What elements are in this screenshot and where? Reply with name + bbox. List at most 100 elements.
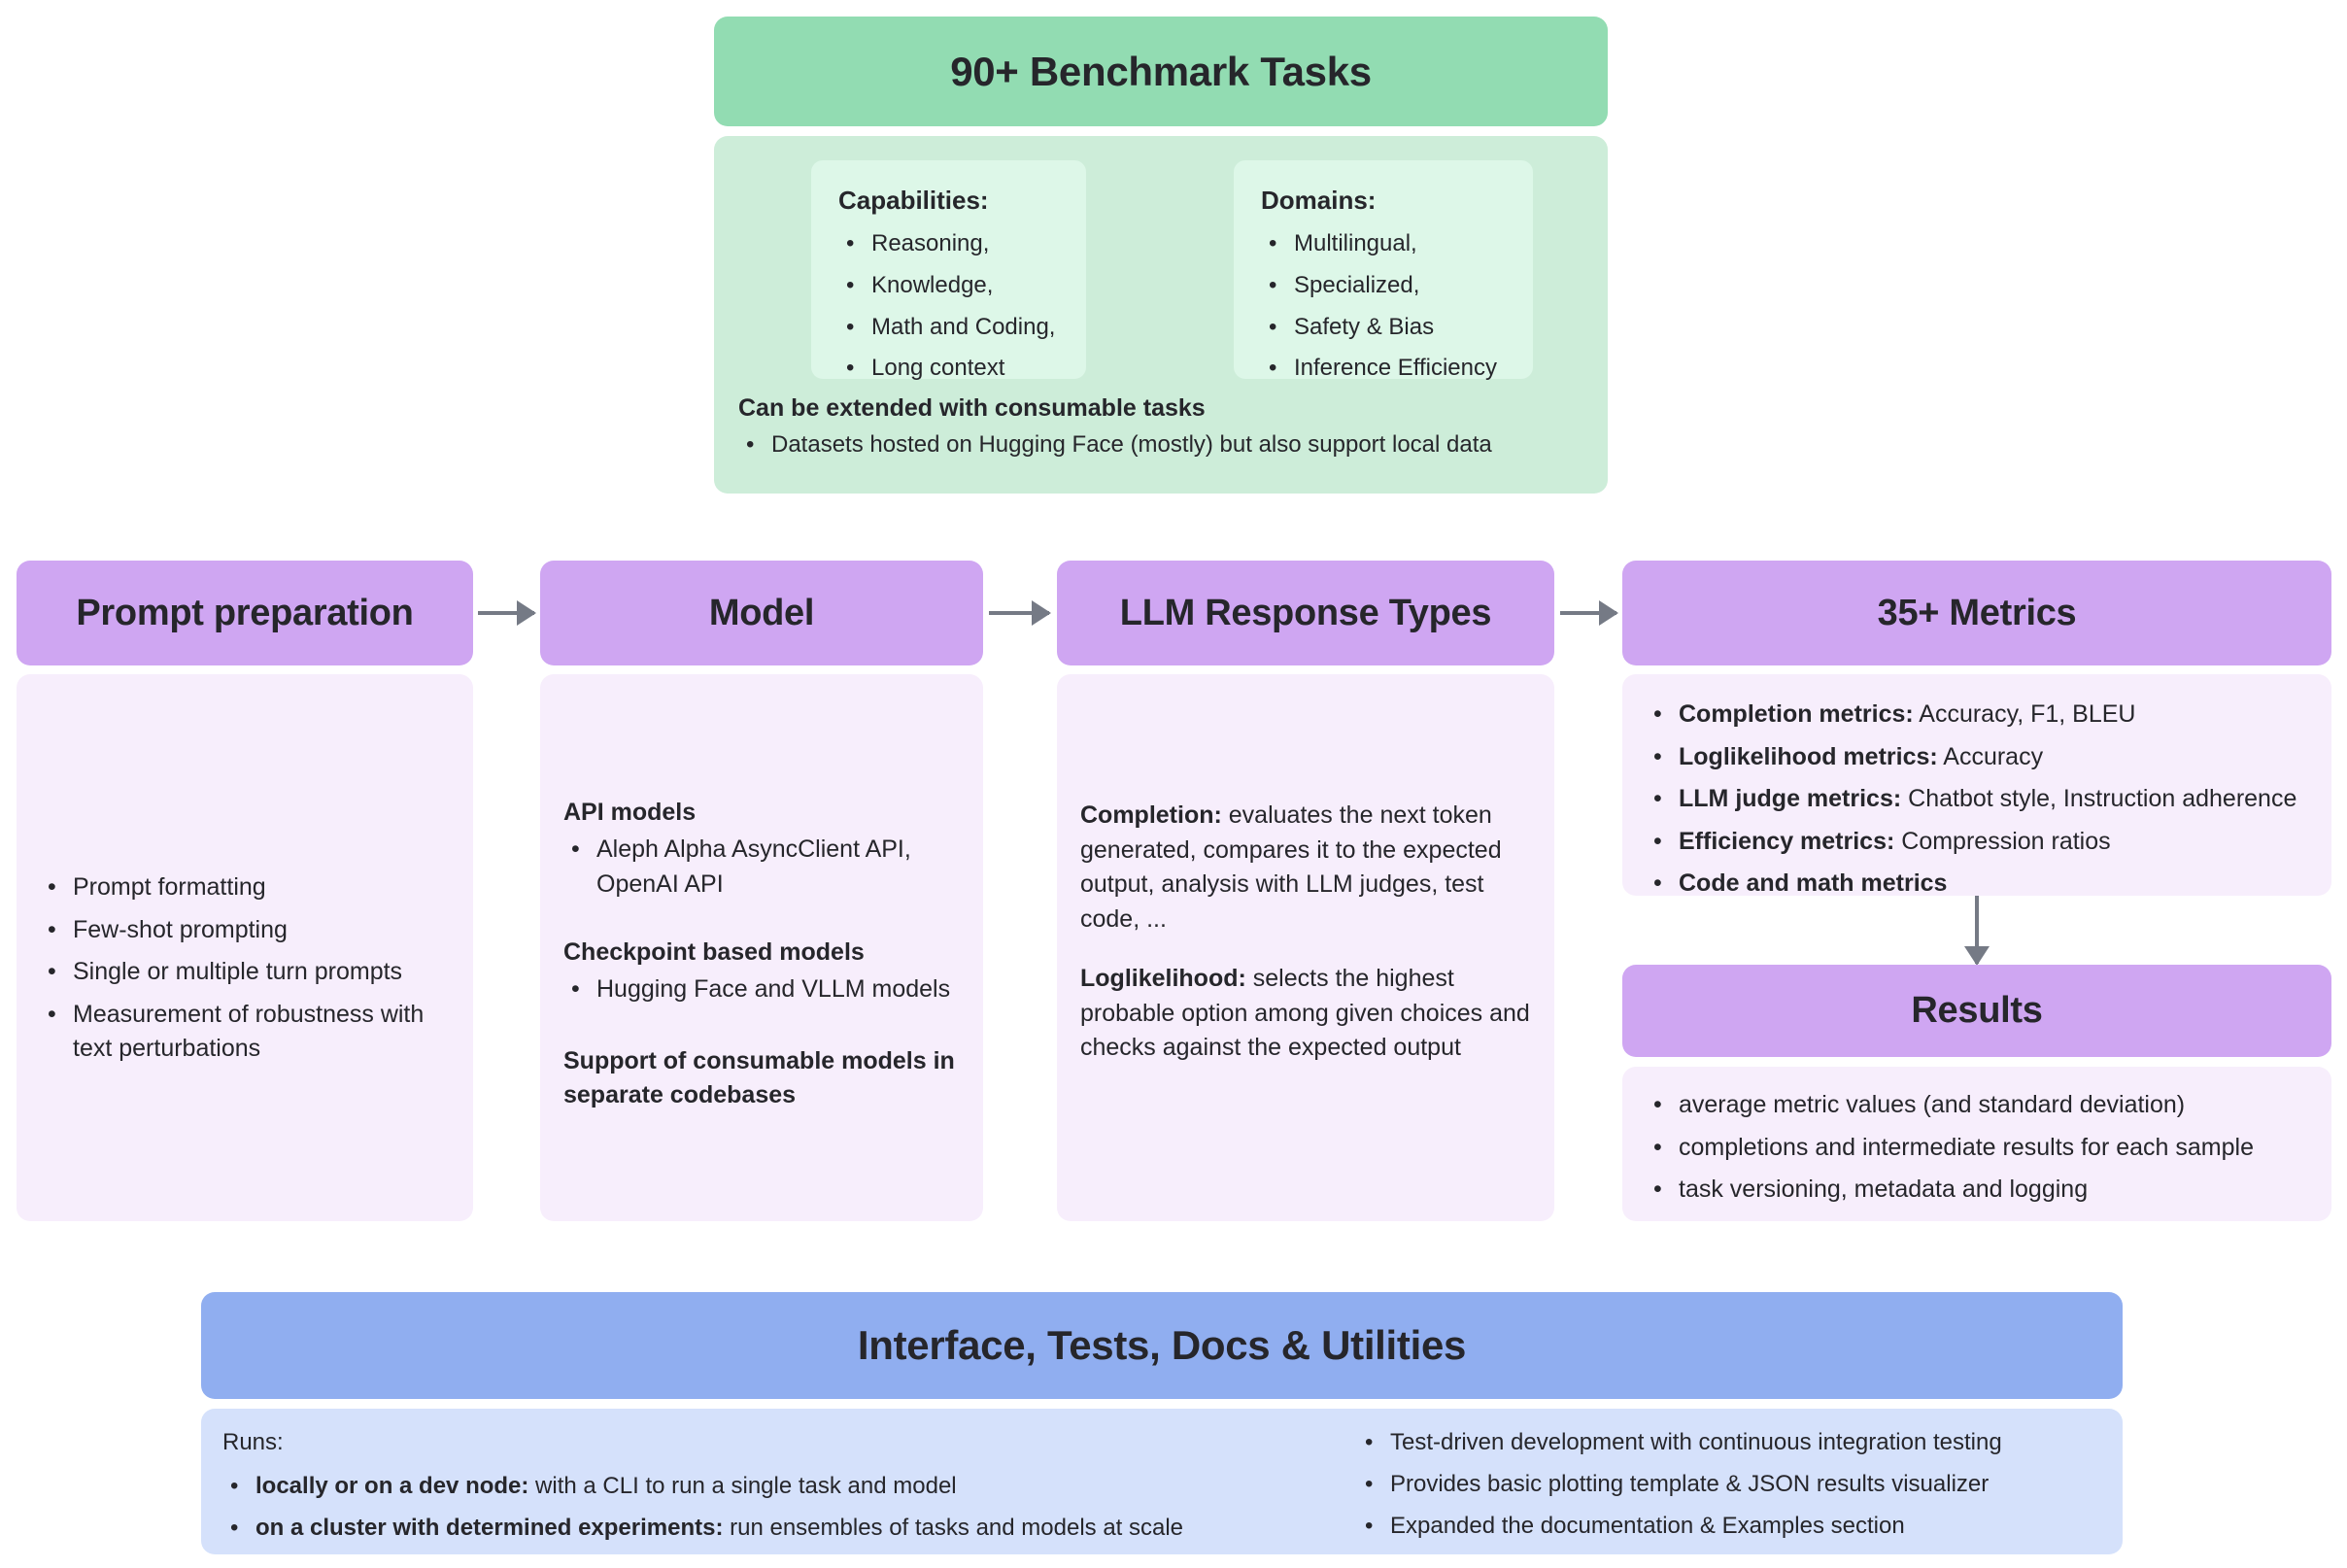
api-models-heading: API models (563, 799, 697, 826)
list-item: completions and intermediate results for… (1653, 1131, 2316, 1166)
checkpoint-models-list: Hugging Face and VLLM models (563, 972, 971, 1007)
list-item: Loglikelihood metrics: Accuracy (1653, 740, 2316, 775)
domains-title: Domains: (1261, 186, 1377, 215)
arrow-shaft (1560, 600, 1618, 626)
consumable-models-note: Support of consumable models in separate… (563, 1046, 955, 1109)
arrow-metrics-to-results (1964, 894, 1990, 966)
spacer (563, 909, 971, 938)
metric-label: Completion metrics: (1679, 700, 1914, 728)
list-item: Efficiency metrics: Compression ratios (1653, 825, 2316, 860)
llm-response-types-body: Completion: evaluates the next token gen… (1057, 674, 1554, 1221)
results-list-wrap: average metric values (and standard devi… (1646, 1088, 2316, 1215)
model-body: API models Aleph Alpha AsyncClient API, … (540, 674, 983, 1221)
prompt-preparation-title: Prompt preparation (76, 592, 414, 633)
interface-runs-column: Runs: locally or on a dev node: with a C… (222, 1426, 1320, 1552)
run-value: with a CLI to run a single task and mode… (528, 1472, 957, 1499)
spacer (563, 1015, 971, 1044)
prompt-preparation-header: Prompt preparation (17, 561, 473, 665)
benchmark-tasks-title: 90+ Benchmark Tasks (950, 48, 1372, 94)
completion-paragraph: Completion: evaluates the next token gen… (1080, 799, 1537, 937)
metric-label: Loglikelihood metrics: (1679, 742, 1938, 770)
list-item: Expanded the documentation & Examples se… (1365, 1510, 2115, 1544)
llm-response-types-title: LLM Response Types (1119, 592, 1492, 633)
list-item: Single or multiple turn prompts (48, 955, 458, 990)
metrics-title: 35+ Metrics (1877, 592, 2077, 633)
list-item: Inference Efficiency (1269, 352, 1506, 386)
arrow-model-to-response (989, 600, 1051, 626)
arrow-response-to-metrics (1560, 600, 1618, 626)
loglikelihood-paragraph: Loglikelihood: selects the highest proba… (1080, 962, 1537, 1066)
loglikelihood-label: Loglikelihood: (1080, 965, 1246, 992)
list-item: Provides basic plotting template & JSON … (1365, 1468, 2115, 1502)
metric-label: Code and math metrics (1679, 869, 1948, 897)
api-models-list: Aleph Alpha AsyncClient API, OpenAI API (563, 833, 971, 902)
list-item: Safety & Bias (1269, 311, 1506, 345)
list-item: average metric values (and standard devi… (1653, 1088, 2316, 1123)
extendable-tasks-title: Can be extended with consumable tasks (738, 394, 1206, 422)
llm-response-types-content: Completion: evaluates the next token gen… (1080, 799, 1537, 1091)
results-body: average metric values (and standard devi… (1622, 1067, 2331, 1221)
list-item: Code and math metrics (1653, 867, 2316, 902)
list-item: locally or on a dev node: with a CLI to … (230, 1470, 1320, 1504)
metric-value: Accuracy, F1, BLEU (1913, 700, 2136, 728)
model-header: Model (540, 561, 983, 665)
list-item: Specialized, (1269, 269, 1506, 303)
metrics-body: Completion metrics: Accuracy, F1, BLEU L… (1622, 674, 2331, 901)
arrow-shaft (989, 600, 1051, 626)
capabilities-list: Reasoning, Knowledge, Math and Coding, L… (838, 227, 1059, 386)
list-item: Math and Coding, (846, 311, 1059, 345)
extendable-tasks-list: Datasets hosted on Hugging Face (mostly)… (738, 428, 1583, 462)
results-list: average metric values (and standard devi… (1646, 1088, 2316, 1208)
metrics-header: 35+ Metrics (1622, 561, 2331, 665)
capabilities-title: Capabilities: (838, 186, 989, 215)
metrics-list: Completion metrics: Accuracy, F1, BLEU L… (1646, 698, 2316, 902)
run-label: on a cluster with determined experiments… (255, 1514, 724, 1541)
metric-label: LLM judge metrics: (1679, 785, 1902, 812)
metric-value: Chatbot style, Instruction adherence (1901, 785, 2297, 812)
metric-value: Compression ratios (1894, 827, 2111, 855)
interface-body: Runs: locally or on a dev node: with a C… (201, 1409, 2123, 1554)
list-item: Reasoning, (846, 227, 1059, 261)
list-item: Multilingual, (1269, 227, 1506, 261)
metric-value: Accuracy (1937, 742, 2044, 770)
list-item: Prompt formatting (48, 870, 458, 905)
model-content: API models Aleph Alpha AsyncClient API, … (563, 799, 971, 1113)
metrics-list-wrap: Completion metrics: Accuracy, F1, BLEU L… (1646, 698, 2316, 909)
completion-text: evaluates the next token generated, comp… (1080, 801, 1502, 933)
benchmark-tasks-header: 90+ Benchmark Tasks (714, 17, 1608, 126)
arrow-shaft (1964, 894, 1990, 966)
extendable-tasks-note: Can be extended with consumable tasks Da… (738, 394, 1583, 470)
domains-card: Domains: Multilingual, Specialized, Safe… (1234, 160, 1533, 386)
prompt-preparation-body: Prompt formatting Few-shot prompting Sin… (17, 674, 473, 1221)
model-title: Model (708, 592, 815, 633)
run-value: run ensembles of tasks and models at sca… (723, 1514, 1184, 1541)
list-item: Long context (846, 352, 1059, 386)
interface-header: Interface, Tests, Docs & Utilities (201, 1292, 2123, 1399)
list-item: LLM judge metrics: Chatbot style, Instru… (1653, 782, 2316, 817)
interface-features-column: Test-driven development with continuous … (1357, 1426, 2115, 1551)
prompt-preparation-list: Prompt formatting Few-shot prompting Sin… (40, 870, 458, 1067)
list-item: Hugging Face and VLLM models (571, 972, 971, 1007)
arrow-prompt-to-model (478, 600, 536, 626)
list-item: on a cluster with determined experiments… (230, 1512, 1320, 1546)
list-item: Datasets hosted on Hugging Face (mostly)… (746, 428, 1583, 462)
list-item: Completion metrics: Accuracy, F1, BLEU (1653, 698, 2316, 733)
features-list: Test-driven development with continuous … (1357, 1426, 2115, 1543)
runs-label: Runs: (222, 1429, 284, 1455)
runs-list: locally or on a dev node: with a CLI to … (222, 1470, 1320, 1546)
prompt-preparation-list-wrap: Prompt formatting Few-shot prompting Sin… (40, 870, 458, 1074)
list-item: Measurement of robustness with text pert… (48, 998, 458, 1067)
arrow-shaft (478, 600, 536, 626)
run-label: locally or on a dev node: (255, 1472, 529, 1499)
benchmark-tasks-body: Capabilities: Reasoning, Knowledge, Math… (714, 136, 1608, 494)
results-header: Results (1622, 965, 2331, 1057)
list-item: task versioning, metadata and logging (1653, 1173, 2316, 1208)
list-item: Few-shot prompting (48, 913, 458, 948)
list-item: Aleph Alpha AsyncClient API, OpenAI API (571, 833, 971, 902)
llm-response-types-header: LLM Response Types (1057, 561, 1554, 665)
list-item: Test-driven development with continuous … (1365, 1426, 2115, 1460)
domains-list: Multilingual, Specialized, Safety & Bias… (1261, 227, 1506, 386)
checkpoint-models-heading: Checkpoint based models (563, 938, 865, 966)
metric-label: Efficiency metrics: (1679, 827, 1895, 855)
